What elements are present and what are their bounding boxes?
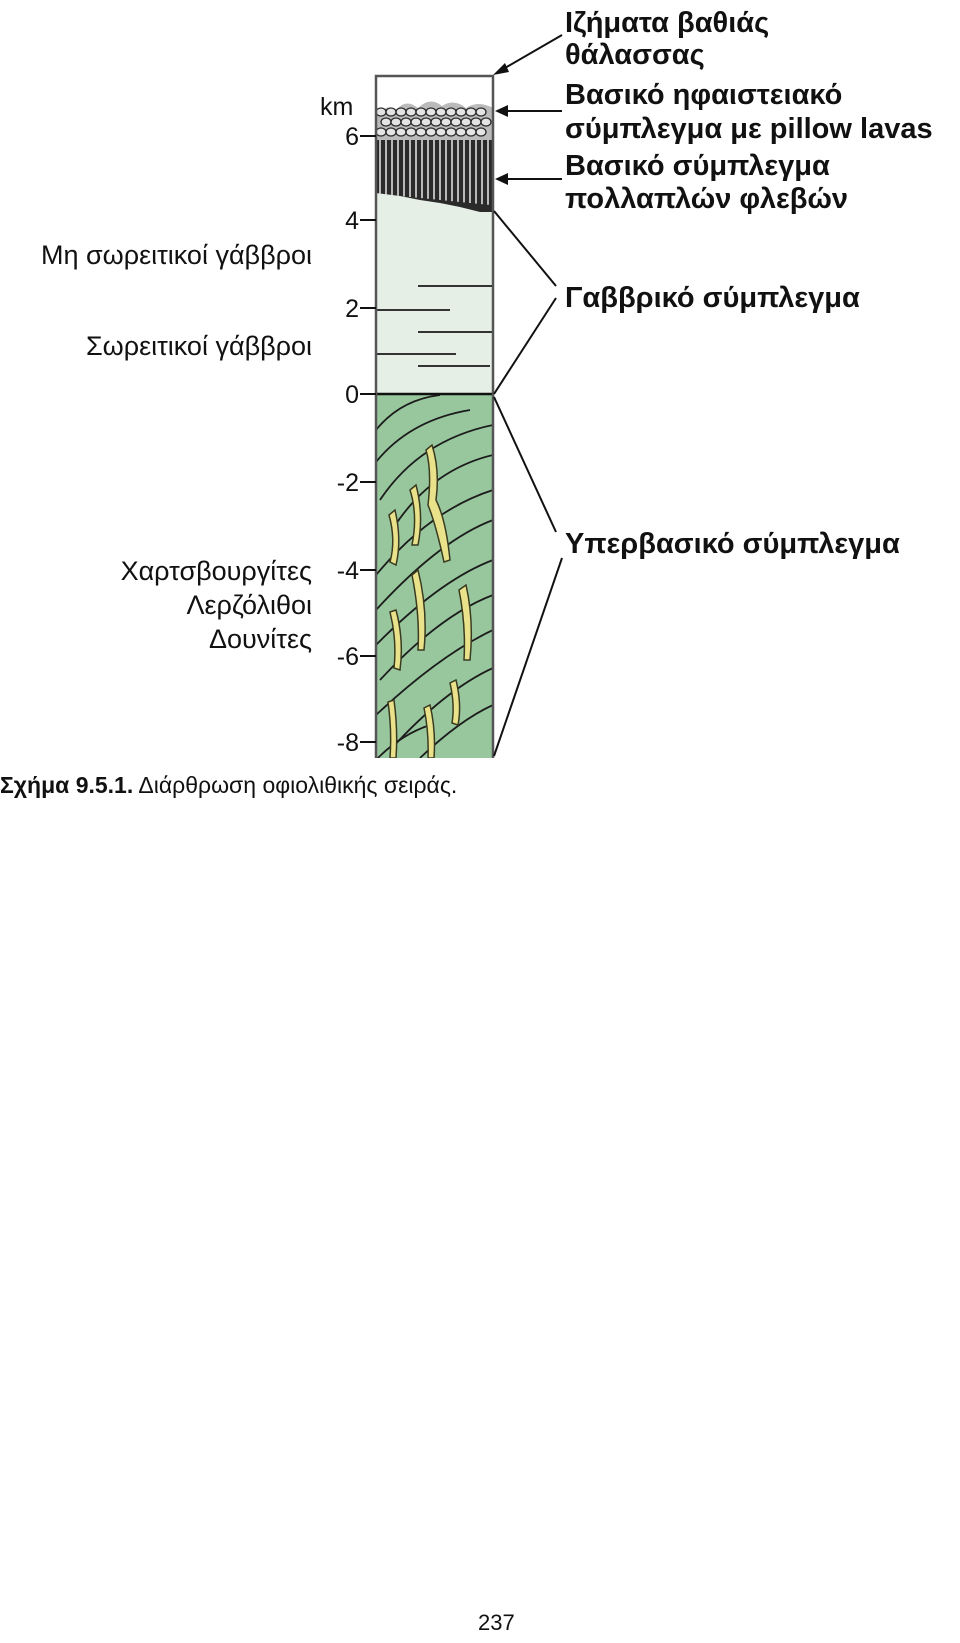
figure-caption-number: Σχήμα 9.5.1. (0, 772, 134, 798)
pillow-lava (400, 117, 412, 127)
right-labels: Ιζήματα βαθιάς θάλασσας Βασικό ηφαιστεια… (565, 7, 933, 560)
pillow-lava (415, 127, 427, 137)
page-number: 237 (478, 1610, 515, 1635)
axis-tick-label: 6 (345, 123, 359, 151)
harzburgite-veins (387, 443, 473, 758)
arrowhead-icon (495, 173, 508, 185)
gabbro-layering (376, 285, 493, 367)
pillow-lava (385, 107, 397, 117)
arrowheads (493, 63, 509, 185)
label-dike-complex-line1: Βασικό σύμπλεγμα (565, 150, 830, 182)
leader-line-ultramafic-top (493, 396, 557, 533)
ophiolite-column (376, 76, 493, 758)
pillow-lava (450, 117, 462, 127)
label-deep-sea-sediments-line2: θάλασσας (565, 39, 705, 71)
pillow-lava (405, 127, 417, 137)
pillow-lava (470, 117, 482, 127)
label-ultramafic-complex: Υπερβασικό σύμπλεγμα (565, 528, 900, 560)
pillow-lava (376, 107, 387, 117)
leader-arrow-sediments (497, 34, 563, 73)
pillow-lava (430, 117, 442, 127)
pillow-lava (475, 127, 487, 137)
pillow-lava (390, 117, 402, 127)
axis-tick-label: 4 (345, 207, 359, 235)
axis-tick-label: -2 (337, 469, 359, 497)
ophiolite-diagram: km 6 4 2 0 -2 -4 -6 -8 Ιζήματα βαθιάς θά… (41, 7, 933, 758)
label-deep-sea-sediments-line1: Ιζήματα βαθιάς (565, 7, 769, 39)
label-cumulate-gabbros: Σωρειτικοί γάββροι (86, 331, 312, 361)
pillow-lava (475, 107, 487, 117)
pillow-lava (480, 117, 492, 127)
label-pillow-lava-complex-line2: σύμπλεγμα με pillow lavas (565, 113, 933, 145)
column-border (374, 74, 495, 758)
figure-caption: Σχήμα 9.5.1. Διάρθρωση οφιολιθικής σειρά… (0, 771, 457, 799)
label-dike-complex-line2: πολλαπλών φλεβών (565, 183, 848, 215)
leader-line-gabbro-bottom (493, 297, 557, 395)
pillow-lavas (376, 107, 492, 137)
axis-tick-label: -6 (337, 643, 359, 671)
pillow-lava (425, 127, 437, 137)
label-non-cumulate-gabbros: Μη σωρειτικοί γάββροι (41, 240, 312, 270)
axis-unit-label: km (320, 93, 353, 121)
pillow-lava (445, 127, 457, 137)
label-dunites: Δουνίτες (209, 624, 312, 654)
axis-tick-label: 2 (345, 295, 359, 323)
left-labels: Μη σωρειτικοί γάββροι Σωρειτικοί γάββροι… (41, 240, 312, 654)
pillow-lava (415, 107, 427, 117)
dike-lines (379, 140, 489, 205)
axis-tick-labels: 6 4 2 0 -2 -4 -6 -8 (337, 123, 359, 757)
arrowhead-icon (495, 105, 508, 117)
label-gabbro-complex: Γαββρικό σύμπλεγμα (565, 282, 860, 314)
pillow-lava (465, 127, 477, 137)
pillow-lava (435, 107, 447, 117)
pillow-lava (405, 107, 417, 117)
pillow-lava (395, 107, 407, 117)
axis-tick-label: -4 (337, 557, 359, 585)
label-pillow-lava-complex-line1: Βασικό ηφαιστειακό (565, 79, 842, 111)
pillow-lava (410, 117, 422, 127)
leader-lines (493, 34, 563, 757)
arrowhead-icon (493, 63, 509, 75)
pillow-lava (376, 127, 387, 137)
pillow-lava (425, 107, 437, 117)
pillow-lava (435, 127, 447, 137)
pillow-lava (465, 107, 477, 117)
pillow-lava (445, 107, 457, 117)
leader-line-gabbro-top (493, 210, 557, 287)
pillow-lava (455, 107, 467, 117)
pillow-lava (460, 117, 472, 127)
pillow-lava (420, 117, 432, 127)
depth-axis (360, 135, 376, 743)
axis-tick-label: -8 (337, 729, 359, 757)
pillow-lava (440, 117, 452, 127)
leader-line-ultramafic-bottom (493, 557, 563, 757)
axis-tick-label: 0 (345, 381, 359, 409)
figure-caption-text: Διάρθρωση οφιολιθικής σειράς. (138, 772, 458, 798)
pillow-lava (385, 127, 397, 137)
label-lherzolites: Λερζόλιθοι (186, 590, 312, 620)
label-harzburgites: Χαρτσβουργίτες (121, 556, 312, 586)
pillow-lava (380, 117, 392, 127)
pillow-lava (395, 127, 407, 137)
pillow-lava (455, 127, 467, 137)
